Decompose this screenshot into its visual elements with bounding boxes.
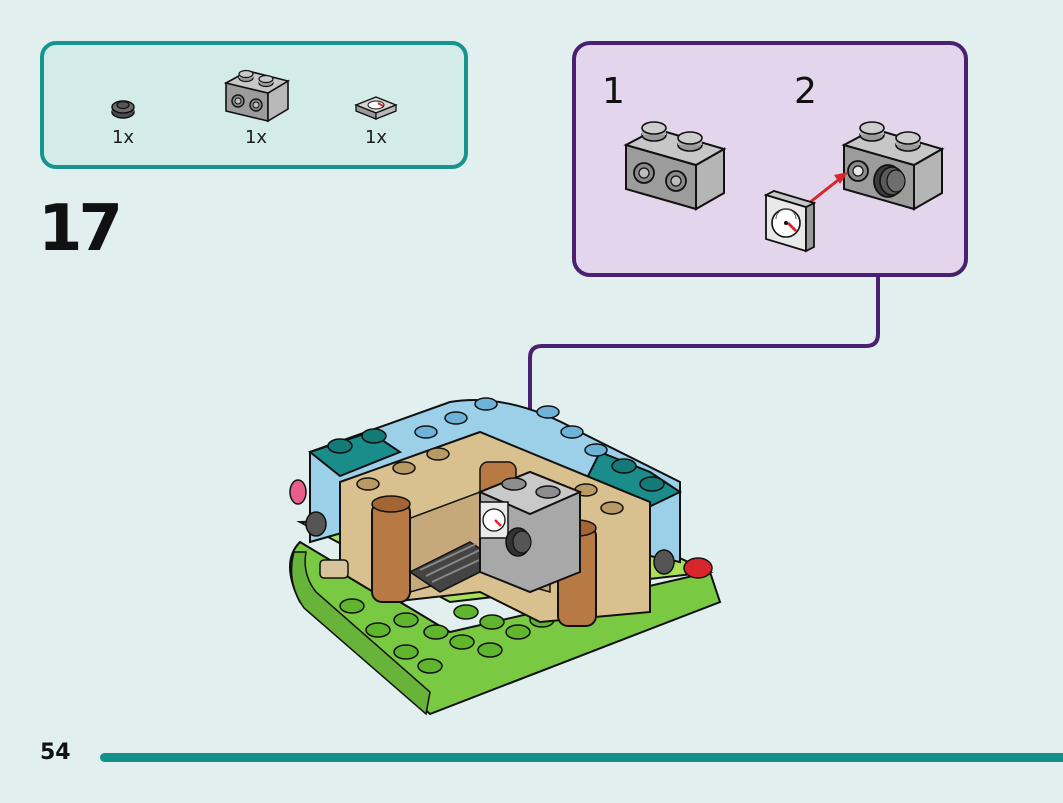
sub-step-number: 1 — [602, 71, 625, 112]
step-number: 17 — [38, 192, 123, 266]
brick-studs-side-icon — [223, 69, 291, 123]
round-plate-dark-gray-icon — [111, 100, 135, 119]
parts-item-gauge-tile: 1x — [354, 95, 398, 148]
parts-item-qty: 1x — [111, 127, 135, 148]
build-model-illustration — [289, 397, 722, 716]
parts-list-box: 1x 1x 1x — [40, 41, 468, 169]
parts-item-brick-studs-side: 1x — [220, 63, 292, 148]
parts-item-round-plate: 1x — [108, 97, 138, 148]
parts-item-qty: 1x — [244, 127, 268, 148]
gauge-tile-icon — [354, 96, 398, 120]
brick-studs-side-sub-step-1-icon — [623, 121, 727, 211]
brick-with-round-plate-sub-step-2-icon — [841, 121, 945, 211]
page-number: 54 — [40, 740, 71, 765]
sub-step-number: 2 — [794, 71, 817, 112]
parts-item-qty: 1x — [364, 127, 388, 148]
gauge-tile-with-arrow-icon — [763, 172, 848, 253]
footer-accent-bar — [100, 753, 1063, 762]
sub-assembly-box: 1 2 — [572, 41, 968, 277]
